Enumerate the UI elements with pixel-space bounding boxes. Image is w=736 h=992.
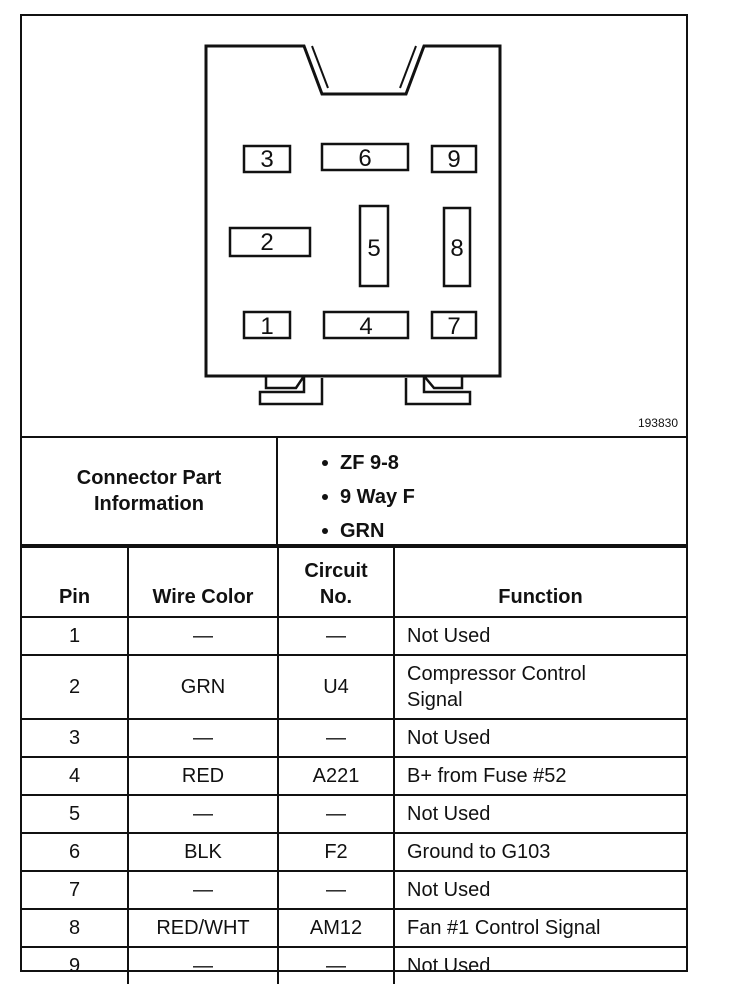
pin-cavity-6: 6 [320,142,410,172]
cell-function: Not Used [393,946,686,984]
cell-wire-color: RED [127,756,279,796]
cell-function: Compressor Control Signal [393,654,686,720]
pin-label: 3 [260,146,273,173]
cell-pin: 2 [22,654,129,720]
pin-cavity-7: 7 [430,310,478,340]
connector-diagram: 3 6 9 2 5 8 1 [22,16,686,438]
table-row: 3 — — Not Used [22,718,686,758]
cell-circuit: — [277,616,395,656]
pin-label: 5 [367,235,380,262]
connector-info-item: ZF 9-8 [322,446,684,480]
pin-label: 1 [260,313,273,340]
cell-pin: 5 [22,794,129,834]
cell-circuit: F2 [277,832,395,872]
cell-pin: 9 [22,946,129,984]
connector-notch-right [399,45,417,89]
connector-info-values: ZF 9-8 9 Way F GRN [278,438,684,544]
connector-drawing: 3 6 9 2 5 8 1 [204,44,502,406]
connector-info-text: 9 Way F [340,486,415,508]
connector-latch [258,375,472,406]
cell-pin: 1 [22,616,129,656]
table-row: 6 BLK F2 Ground to G103 [22,832,686,872]
pin-cavity-3: 3 [242,144,292,174]
pin-cavity-2: 2 [228,226,312,258]
pin-label: 9 [447,146,460,173]
cell-function: Fan #1 Control Signal [393,908,686,948]
cell-wire-color: GRN [127,654,279,720]
pin-cavity-4: 4 [322,310,410,340]
header-function: Function [393,546,686,618]
table-row: 8 RED/WHT AM12 Fan #1 Control Signal [22,908,686,948]
cell-wire-color: BLK [127,832,279,872]
bullet-icon [322,528,328,534]
cell-function: Not Used [393,794,686,834]
cell-pin: 7 [22,870,129,910]
cell-pin: 3 [22,718,129,758]
cell-function: Not Used [393,718,686,758]
pin-cavity-5: 5 [358,204,390,288]
bullet-icon [322,494,328,500]
cell-circuit: AM12 [277,908,395,948]
connector-info-item: GRN [322,514,684,548]
pin-label: 6 [358,145,371,172]
connector-info-item: 9 Way F [322,480,684,514]
header-wire-color: Wire Color [127,546,279,618]
cell-circuit: U4 [277,654,395,720]
connector-frame: 3 6 9 2 5 8 1 [20,14,688,984]
cell-pin: 6 [22,832,129,872]
cell-function: Ground to G103 [393,832,686,872]
cell-circuit: — [277,794,395,834]
table-header-row: Pin Wire Color Circuit No. Function [22,546,686,618]
connector-info-text: GRN [340,520,385,542]
cell-circuit: — [277,718,395,758]
pin-cavity-1: 1 [242,310,292,340]
cell-function: Not Used [393,616,686,656]
cell-wire-color: RED/WHT [127,908,279,948]
connector-info-label: Connector Part Information [22,438,278,544]
cell-wire-color: — [127,718,279,758]
connector-info-text: ZF 9-8 [340,452,399,474]
cell-wire-color: — [127,946,279,984]
connector-notch-left [311,45,329,89]
cell-circuit: — [277,946,395,984]
pin-label: 2 [260,229,273,256]
cell-pin: 8 [22,908,129,948]
header-circuit-no: Circuit No. [277,546,395,618]
figure-reference-number: 193830 [637,416,678,430]
pin-cavity-9: 9 [430,144,478,174]
cell-wire-color: — [127,616,279,656]
cell-circuit: — [277,870,395,910]
connector-part-information: Connector Part Information ZF 9-8 9 Way … [22,438,686,546]
cell-wire-color: — [127,794,279,834]
pin-label: 4 [359,313,372,340]
cell-function: Not Used [393,870,686,910]
pin-cavity-8: 8 [442,206,472,288]
cell-function: B+ from Fuse #52 [393,756,686,796]
table-row: 1 — — Not Used [22,616,686,656]
table-row: 4 RED A221 B+ from Fuse #52 [22,756,686,796]
table-row: 7 — — Not Used [22,870,686,910]
table-row: 9 — — Not Used [22,946,686,984]
header-pin: Pin [22,546,129,618]
cell-circuit: A221 [277,756,395,796]
pin-table: Pin Wire Color Circuit No. Function 1 — … [22,546,686,984]
cell-pin: 4 [22,756,129,796]
pin-label: 8 [450,235,463,262]
pin-label: 7 [447,313,460,340]
cell-wire-color: — [127,870,279,910]
table-row: 5 — — Not Used [22,794,686,834]
bullet-icon [322,460,328,466]
table-row: 2 GRN U4 Compressor Control Signal [22,654,686,720]
